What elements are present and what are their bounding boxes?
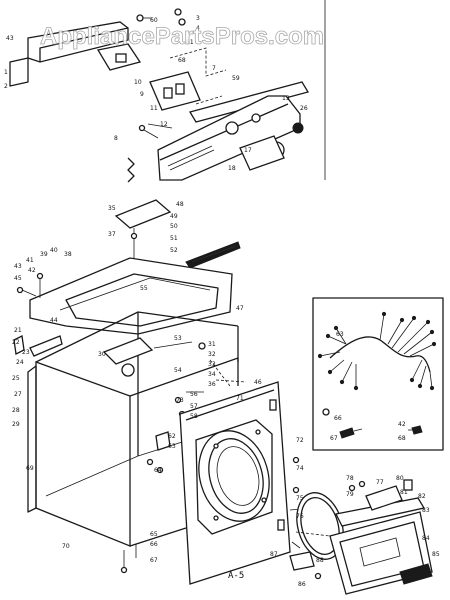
callout-24: 24 <box>16 359 24 366</box>
inset-callout-63: 63 <box>336 331 344 338</box>
callout-68: 68 <box>178 57 186 64</box>
callout-4: 4 <box>196 25 200 32</box>
callout-67a: 67 <box>150 557 158 564</box>
wire-harness-inset <box>312 297 444 451</box>
callout-18: 18 <box>228 165 236 172</box>
callout-62: 62 <box>168 433 176 440</box>
callout-85: 85 <box>432 551 440 558</box>
callout-21: 21 <box>14 327 22 334</box>
callout-31: 31 <box>208 341 216 348</box>
callout-73: 73 <box>176 397 184 404</box>
callout-58: 58 <box>190 413 198 420</box>
callout-76: 76 <box>296 513 304 520</box>
callout-84: 84 <box>422 535 430 542</box>
inset-callout-68: 68 <box>398 435 406 442</box>
cabinet <box>27 311 247 574</box>
callout-86: 86 <box>298 581 306 588</box>
callout-38: 38 <box>64 251 72 258</box>
callout-63a: 63 <box>168 443 176 450</box>
callout-2: 2 <box>4 83 8 90</box>
callout-88: 88 <box>316 557 324 564</box>
callout-48: 48 <box>176 201 184 208</box>
callout-64: 64 <box>154 467 162 474</box>
callout-53: 53 <box>174 335 182 342</box>
callout-72: 72 <box>296 437 304 444</box>
callout-23: 23 <box>22 349 30 356</box>
callout-36: 36 <box>208 381 216 388</box>
callout-57: 57 <box>190 403 198 410</box>
watermark: AppliancePartsPros.com <box>40 23 324 50</box>
callout-40: 40 <box>50 247 58 254</box>
callout-87: 87 <box>270 551 278 558</box>
callout-51: 51 <box>170 235 178 242</box>
callout-81: 81 <box>400 489 408 496</box>
callout-50: 50 <box>170 223 178 230</box>
callout-52: 52 <box>170 247 178 254</box>
callout-70: 70 <box>62 543 70 550</box>
callout-43b: 43 <box>14 263 22 270</box>
callout-69: 69 <box>26 465 34 472</box>
console-group <box>9 8 310 183</box>
callout-32: 32 <box>208 351 216 358</box>
callout-1: 1 <box>4 69 8 76</box>
callout-30: 30 <box>98 351 106 358</box>
callout-55: 55 <box>140 285 148 292</box>
callout-54: 54 <box>174 367 182 374</box>
callout-9: 9 <box>140 91 144 98</box>
callout-71: 71 <box>236 395 244 402</box>
callout-25: 25 <box>12 375 20 382</box>
callout-13: 13 <box>282 95 290 102</box>
callout-35: 35 <box>108 205 116 212</box>
callout-17: 17 <box>244 147 252 154</box>
callout-10: 10 <box>134 79 142 86</box>
callout-39: 39 <box>40 251 48 258</box>
callout-33: 33 <box>208 361 216 368</box>
inset-callout-42: 42 <box>398 421 406 428</box>
callout-42: 42 <box>28 267 36 274</box>
callout-34: 34 <box>208 371 216 378</box>
callout-66a: 66 <box>150 541 158 548</box>
callout-61: 61 <box>186 39 194 46</box>
callout-labels: 43 1 2 3 4 7 8 9 10 11 12 13 17 18 26 59… <box>4 15 440 588</box>
callout-59: 59 <box>232 75 240 82</box>
callout-79: 79 <box>346 491 354 498</box>
callout-49: 49 <box>170 213 178 220</box>
top-assembly <box>13 199 241 357</box>
door-assembly <box>289 479 433 595</box>
front-panel <box>179 381 315 585</box>
callout-47: 47 <box>236 305 244 312</box>
callout-44: 44 <box>50 317 58 324</box>
callout-46: 46 <box>254 379 262 386</box>
callout-8: 8 <box>114 135 118 142</box>
callout-45: 45 <box>14 275 22 282</box>
figure-label: A-5 <box>228 571 244 581</box>
inset-callout-66: 66 <box>334 415 342 422</box>
callout-41: 41 <box>26 257 34 264</box>
callout-37: 37 <box>108 231 116 238</box>
callout-74: 74 <box>296 465 304 472</box>
callout-26: 26 <box>300 105 308 112</box>
callout-80: 80 <box>396 475 404 482</box>
callout-60: 60 <box>150 17 158 24</box>
callout-78: 78 <box>346 475 354 482</box>
callout-75: 75 <box>296 495 304 502</box>
callout-27: 27 <box>14 391 22 398</box>
callout-7: 7 <box>212 65 216 72</box>
callout-28: 28 <box>12 407 20 414</box>
callout-56: 56 <box>190 391 198 398</box>
callout-12: 12 <box>160 121 168 128</box>
callout-43a: 43 <box>6 35 14 42</box>
callout-82: 82 <box>418 493 426 500</box>
inset-callout-67: 67 <box>330 435 338 442</box>
callout-83: 83 <box>422 507 430 514</box>
callout-77: 77 <box>376 479 384 486</box>
callout-11: 11 <box>150 105 158 112</box>
callout-65: 65 <box>150 531 158 538</box>
callout-29: 29 <box>12 421 20 428</box>
callout-3: 3 <box>196 15 200 22</box>
callout-22: 22 <box>12 339 20 346</box>
